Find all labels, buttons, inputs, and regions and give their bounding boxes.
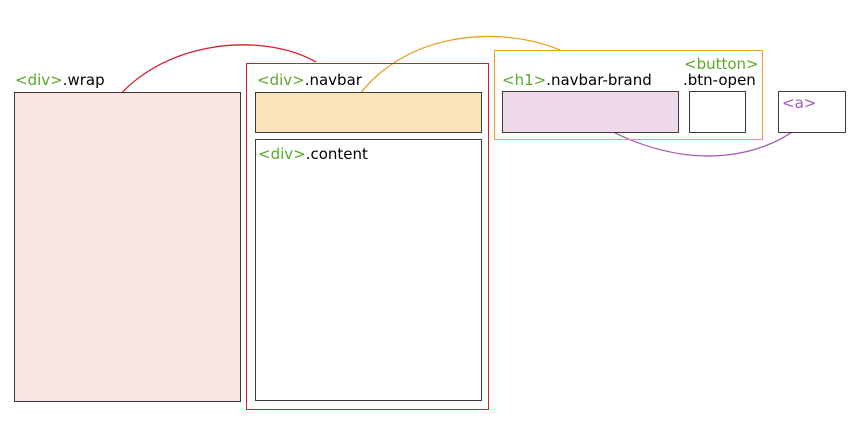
button-class: .btn-open [683, 71, 756, 89]
button-box [689, 91, 746, 133]
wrap-label: <div>.wrap [15, 71, 105, 89]
content-class: .content [305, 145, 368, 163]
wrap-box [14, 92, 241, 402]
content-label: <div>.content [258, 145, 368, 163]
navbar-outline [246, 63, 489, 410]
navbar-children-outline [494, 50, 763, 140]
button-class-label: .btn-open [683, 71, 756, 89]
content-tag: <div> [258, 145, 306, 163]
wrap-tag: <div> [15, 71, 63, 89]
anchor-label: <a> [782, 94, 816, 112]
navbar-class: .navbar [304, 71, 362, 89]
navbar-box [255, 92, 482, 133]
content-box [255, 139, 482, 401]
anchor-box [778, 91, 846, 133]
brand-box [502, 91, 679, 133]
brand-tag: <h1> [502, 71, 547, 89]
wrap-class: .wrap [62, 71, 105, 89]
navbar-tag: <div> [257, 71, 305, 89]
navbar-label: <div>.navbar [257, 71, 362, 89]
anchor-tag: <a> [782, 94, 817, 112]
button-tag: <button> [684, 55, 759, 73]
button-tag-label: <button> [684, 55, 759, 73]
brand-class: .navbar-brand [546, 71, 652, 89]
brand-label: <h1>.navbar-brand [502, 71, 652, 89]
